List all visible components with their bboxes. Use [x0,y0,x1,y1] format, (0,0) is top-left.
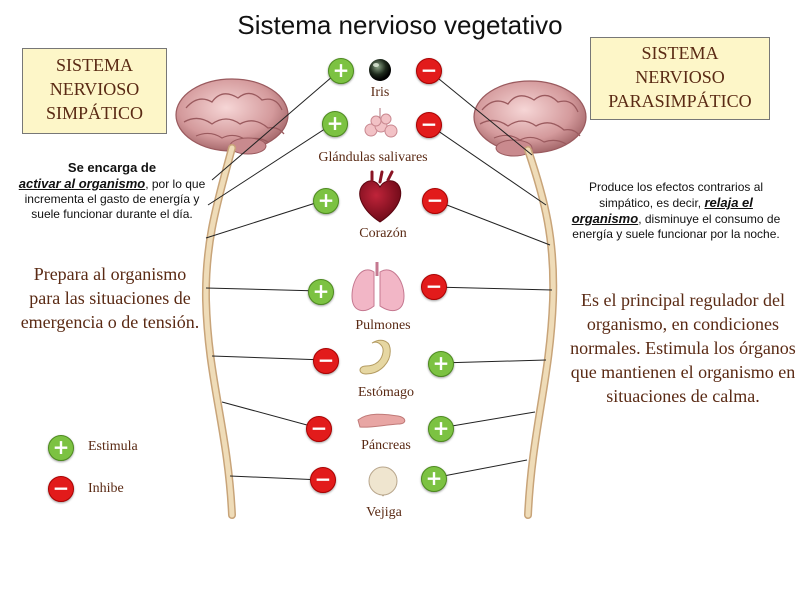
right-brain-icon [473,80,587,157]
parasympathetic-summary: Es el principal regulador del organismo,… [570,290,796,406]
parasympathetic-description: Produce los efectos contrarios al simpát… [566,180,786,242]
left-brain-icon [175,78,289,155]
parasympathetic-effect-bladder: + [421,466,447,492]
sympathetic-title-line: SISTEMA [55,55,133,75]
salivary-glands-icon [364,108,398,138]
sympathetic-effect-bladder: − [310,467,336,493]
stomach-icon [359,339,391,375]
sympathetic-title-line: SIMPÁTICO [45,103,143,123]
eye-icon [369,59,391,81]
sympathetic-title-box: SISTEMA NERVIOSO SIMPÁTICO [22,48,167,134]
sympathetic-desc-rest: , por lo que incrementa el gasto de ener… [24,177,206,221]
parasympathetic-effect-pancreas: + [428,416,454,442]
parasympathetic-effect-stomach: + [428,351,454,377]
sympathetic-effect-lungs: + [308,279,334,305]
lungs-icon [351,262,405,312]
sympathetic-effect-stomach: − [313,348,339,374]
legend-stimulate-label: Estimula [88,439,138,454]
sympathetic-summary: Prepara al organismo para las situacione… [20,264,200,332]
organ-label-pancreas: Páncreas [361,438,411,453]
legend-stimulate-icon: + [48,435,74,461]
organ-label-lungs: Pulmones [355,318,411,333]
parasympathetic-effect-lungs: − [421,274,447,300]
parasympathetic-title-line: PARASIMPÁTICO [608,91,752,111]
pancreas-icon [357,413,406,428]
parasympathetic-title-line: NERVIOSO [635,67,725,87]
organ-label-bladder: Vejiga [366,505,402,520]
parasympathetic-desc-rest: , disminuye el consumo de energía y suel… [572,212,781,241]
parasympathetic-title-box: SISTEMA NERVIOSO PARASIMPÁTICO [590,37,770,120]
parasympathetic-effect-salivary-glands: − [416,112,442,138]
organ-label-heart: Corazón [359,226,407,241]
sympathetic-title-line: NERVIOSO [49,79,140,99]
sympathetic-description: Se encarga de activar al organismo, por … [12,160,212,222]
sympathetic-effect-heart: + [313,188,339,214]
organ-label-stomach: Estómago [358,385,414,400]
sympathetic-effect-iris: + [328,58,354,84]
heart-icon [359,170,402,223]
right-spinal-cord [524,146,558,519]
sympathetic-effect-pancreas: − [306,416,332,442]
legend-inhibit-label: Inhibe [88,481,124,496]
parasympathetic-desc-pre: Produce los efectos contrarios al simpát… [588,180,764,210]
organ-label-salivary-glands: Glándulas salivares [318,150,428,165]
parasympathetic-title-line: SISTEMA [641,43,719,63]
left-spinal-cord [201,144,236,519]
sympathetic-effect-salivary-glands: + [322,111,348,137]
parasympathetic-effect-iris: − [416,58,442,84]
legend-inhibit-icon: − [48,476,74,502]
organ-label-iris: Iris [370,85,390,100]
nerve-lines [205,69,553,481]
sympathetic-desc-emphasis: activar al organismo [18,176,146,191]
page-title: Sistema nervioso vegetativo [237,10,563,40]
bladder-icon [368,466,398,497]
sympathetic-desc-lead: Se encarga de [67,160,157,175]
parasympathetic-desc-emphasis: relaja el organismo [571,195,753,226]
parasympathetic-effect-heart: − [422,188,448,214]
